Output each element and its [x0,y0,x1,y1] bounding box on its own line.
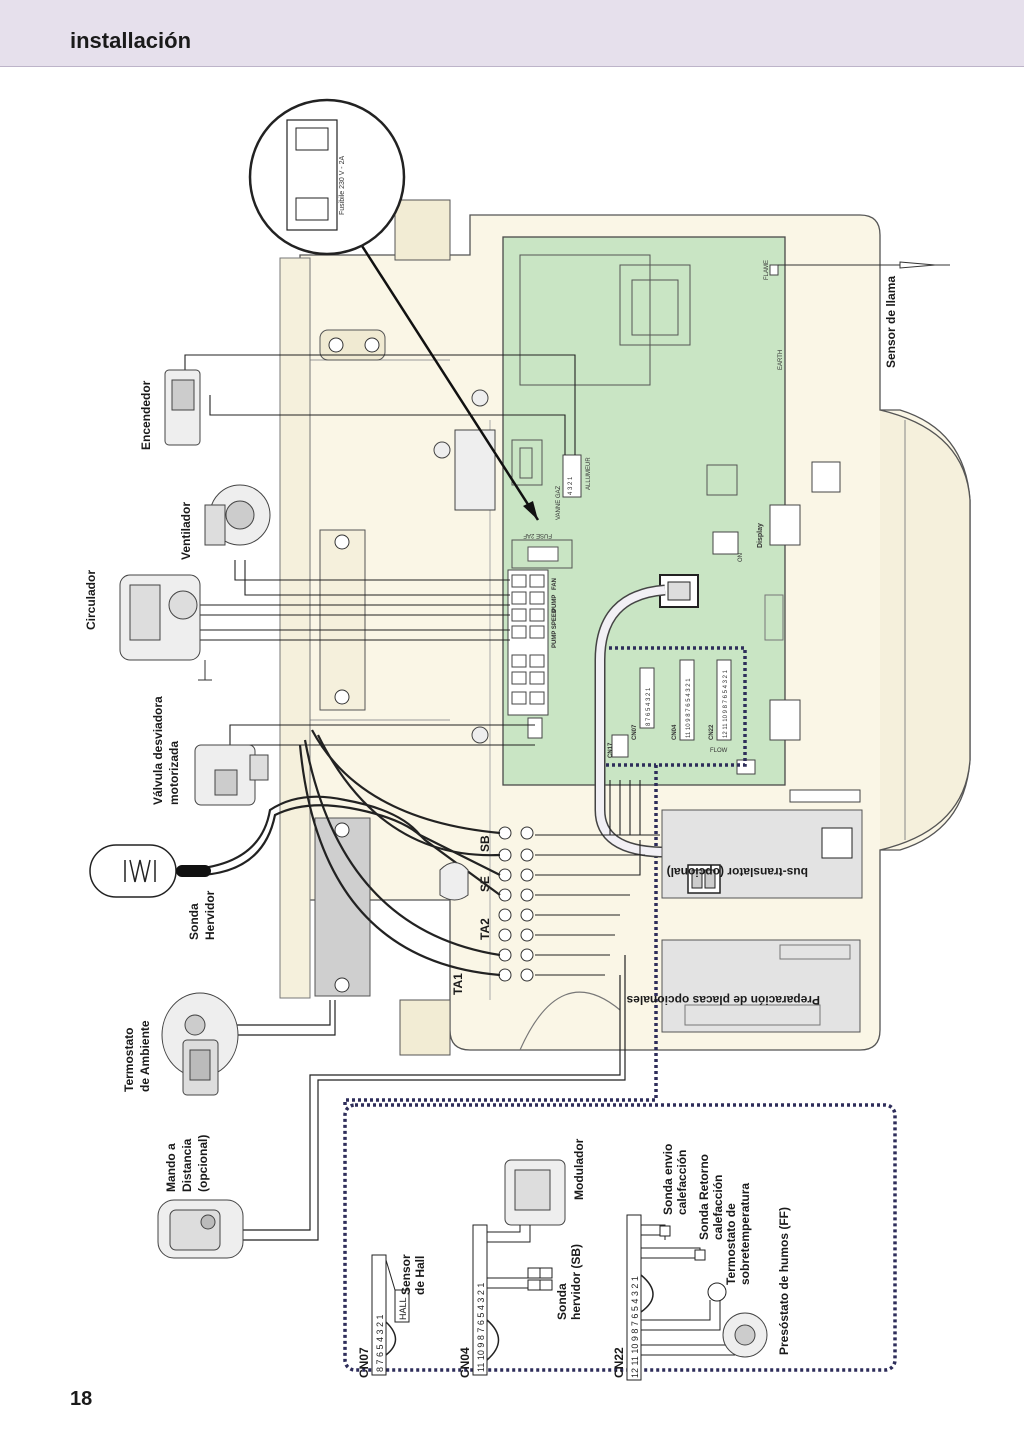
termostato-ambiente-icon [161,992,239,1096]
label-circulador: Circulador [84,570,98,630]
board-fan-label: FAN [552,578,558,590]
board-cn22-label: CN22 [709,724,715,740]
terminal-ta1-label: TA1 [451,973,465,995]
label-termostato-line1: Termostato [122,1028,136,1092]
ventilador-icon [204,484,271,546]
board-cn04-label: CN04 [672,724,678,740]
detail-sensor-hall-line1: Sensor [399,1254,413,1295]
detail-sonda-hervidor-line1: Sonda [555,1283,569,1320]
label-ventilador: Ventilador [179,502,193,560]
detail-sensor-hall-line2: de Hall [413,1256,427,1295]
connector-detail-box: 8 7 6 5 4 3 2 1 CN07 HALL Sensor de Hall… [343,1103,897,1381]
label-sonda-line2: Hervidor [203,890,217,940]
detail-cn22-label: CN22 [612,1347,626,1378]
svg-text:11 10 9 8 7 6 5 4 3 2 1: 11 10 9 8 7 6 5 4 3 2 1 [686,678,692,738]
detail-termostato-sobre-line2: sobretemperatura [738,1183,752,1285]
detail-cn04-label: CN04 [458,1347,472,1378]
page-title: installación [70,28,192,53]
svg-text:12 11 10 9 8 7 6 5 4 3 2 1: 12 11 10 9 8 7 6 5 4 3 2 1 [723,669,729,738]
detail-sonda-retorno-line2: calefacción [711,1175,725,1240]
board-flame-label: FLAME [764,260,770,280]
terminal-screws [498,826,534,982]
svg-text:4 3 2 1: 4 3 2 1 [568,476,574,495]
label-mando-line2: Distancia [180,1138,194,1192]
bus-translator-board: bus-translator (opcional) [661,809,863,899]
circulador-icon [119,574,212,681]
label-mando-line3: (opcional) [196,1135,210,1192]
detail-modulador-label: Modulador [572,1138,586,1200]
page-number: 18 [70,1388,93,1410]
board-on-label: ON [738,553,744,562]
board-display-label: Display [757,523,764,548]
label-mando-line1: Mando a [164,1143,178,1192]
detail-presostato-label: Presóstato de humos (FF) [777,1207,791,1355]
board-earth-label: EARTH [778,350,784,370]
label-sensor-llama: Sensor de llama [884,276,898,368]
encendedor-icon [164,369,201,446]
fuse-label: Fusibile 230 V - 2A [339,156,346,215]
label-valvula-line1: Válvula desviadora [151,696,165,805]
detail-sonda-hervidor-line2: hervidor (SB) [569,1244,583,1320]
board-pump-speed-label: PUMP SPEED [552,608,558,648]
board-cn07-label: CN07 [632,724,638,740]
svg-text:12 11 10 9 8 7 6 5 4 3 2 1: 12 11 10 9 8 7 6 5 4 3 2 1 [630,1276,640,1378]
valvula-icon [194,744,269,806]
svg-text:8 7 6 5 4 3 2 1: 8 7 6 5 4 3 2 1 [375,1314,385,1372]
optional-boards-label: Preparación de placas opcionales [626,993,820,1007]
detail-sonda-retorno-line1: Sonda Retorno [697,1154,711,1240]
board-vanne-label: VANNE GAZ [556,485,562,520]
board-fuse-label: FUSE 2AF [523,532,552,538]
svg-text:8 7 6 5 4 3 2 1: 8 7 6 5 4 3 2 1 [646,687,652,726]
sensor-gas-drop-icon [439,862,469,901]
board-allumeur-label: ALLUMEUR [586,457,592,490]
fuse-detail: Fusibile 230 V - 2A [248,98,406,256]
sonda-hervidor-icon [89,844,211,898]
label-encendedor: Encendedor [139,380,153,450]
presostato-icon [722,1312,768,1358]
board-cn17-label: CN17 [608,742,614,758]
mando-distancia-icon [157,1199,244,1259]
bus-translator-label: bus-translator (opcional) [667,865,808,879]
modulador-icon [504,1159,566,1226]
detail-hall-label: HALL [398,1297,408,1320]
detail-sonda-envio-line1: Sonda envio [661,1144,675,1215]
terminal-ta2-label: TA2 [478,918,492,940]
label-sonda-line1: Sonda [187,903,201,940]
board-pump-label: PUMP [552,595,558,612]
page-header: installación [0,0,1024,67]
label-termostato-line2: de Ambiente [138,1020,152,1092]
label-valvula-line2: motorizada [167,741,181,805]
control-board: FUSE 2AF FLAME EARTH 4 3 2 1 VANNE GAZ A… [502,236,801,786]
svg-text:11 10 9 8 7 6 5 4 3 2 1: 11 10 9 8 7 6 5 4 3 2 1 [476,1283,486,1372]
detail-sonda-envio-line2: calefacción [675,1150,689,1215]
optional-boards-area: Preparación de placas opcionales [626,939,861,1033]
detail-cn07-label: CN07 [357,1347,371,1378]
terminal-sb-label: SB [478,835,492,852]
detail-termostato-sobre-line1: Termostato de [724,1203,738,1285]
board-flow-label: FLOW [710,748,728,754]
